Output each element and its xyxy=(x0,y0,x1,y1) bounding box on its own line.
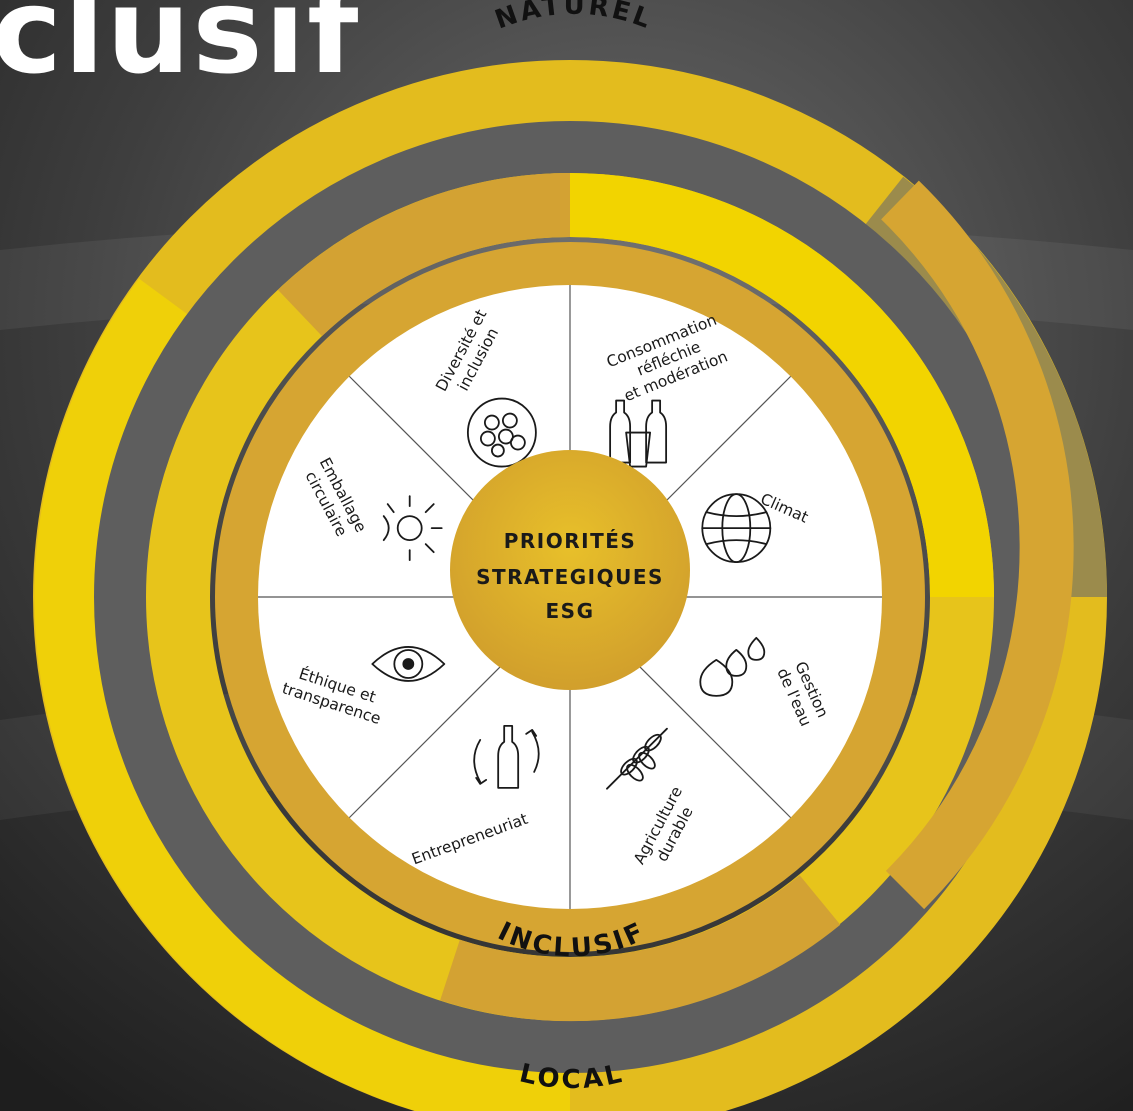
inner-gold-ring xyxy=(215,242,925,952)
sun-icon xyxy=(382,495,443,562)
bottles-glass-icon xyxy=(609,399,668,468)
gray-band xyxy=(94,121,1046,1073)
right-gold-arc xyxy=(881,180,1074,910)
globe-icon xyxy=(701,493,772,564)
water-drops-icon xyxy=(699,636,766,697)
page-heading: clusif xyxy=(0,0,361,100)
center-disc xyxy=(450,450,690,690)
bottle-cycle-icon xyxy=(473,725,540,789)
wheat-icon xyxy=(606,727,668,790)
center-title-line-2: STRATEGIQUES xyxy=(476,565,664,589)
middle-ring-naturel-inclusif xyxy=(146,173,994,1022)
people-circle-icon xyxy=(466,397,537,468)
center-title-line-1: PRIORITÉS xyxy=(504,529,637,553)
eye-icon xyxy=(371,646,446,682)
center-title-line-3: ESG xyxy=(546,599,595,623)
